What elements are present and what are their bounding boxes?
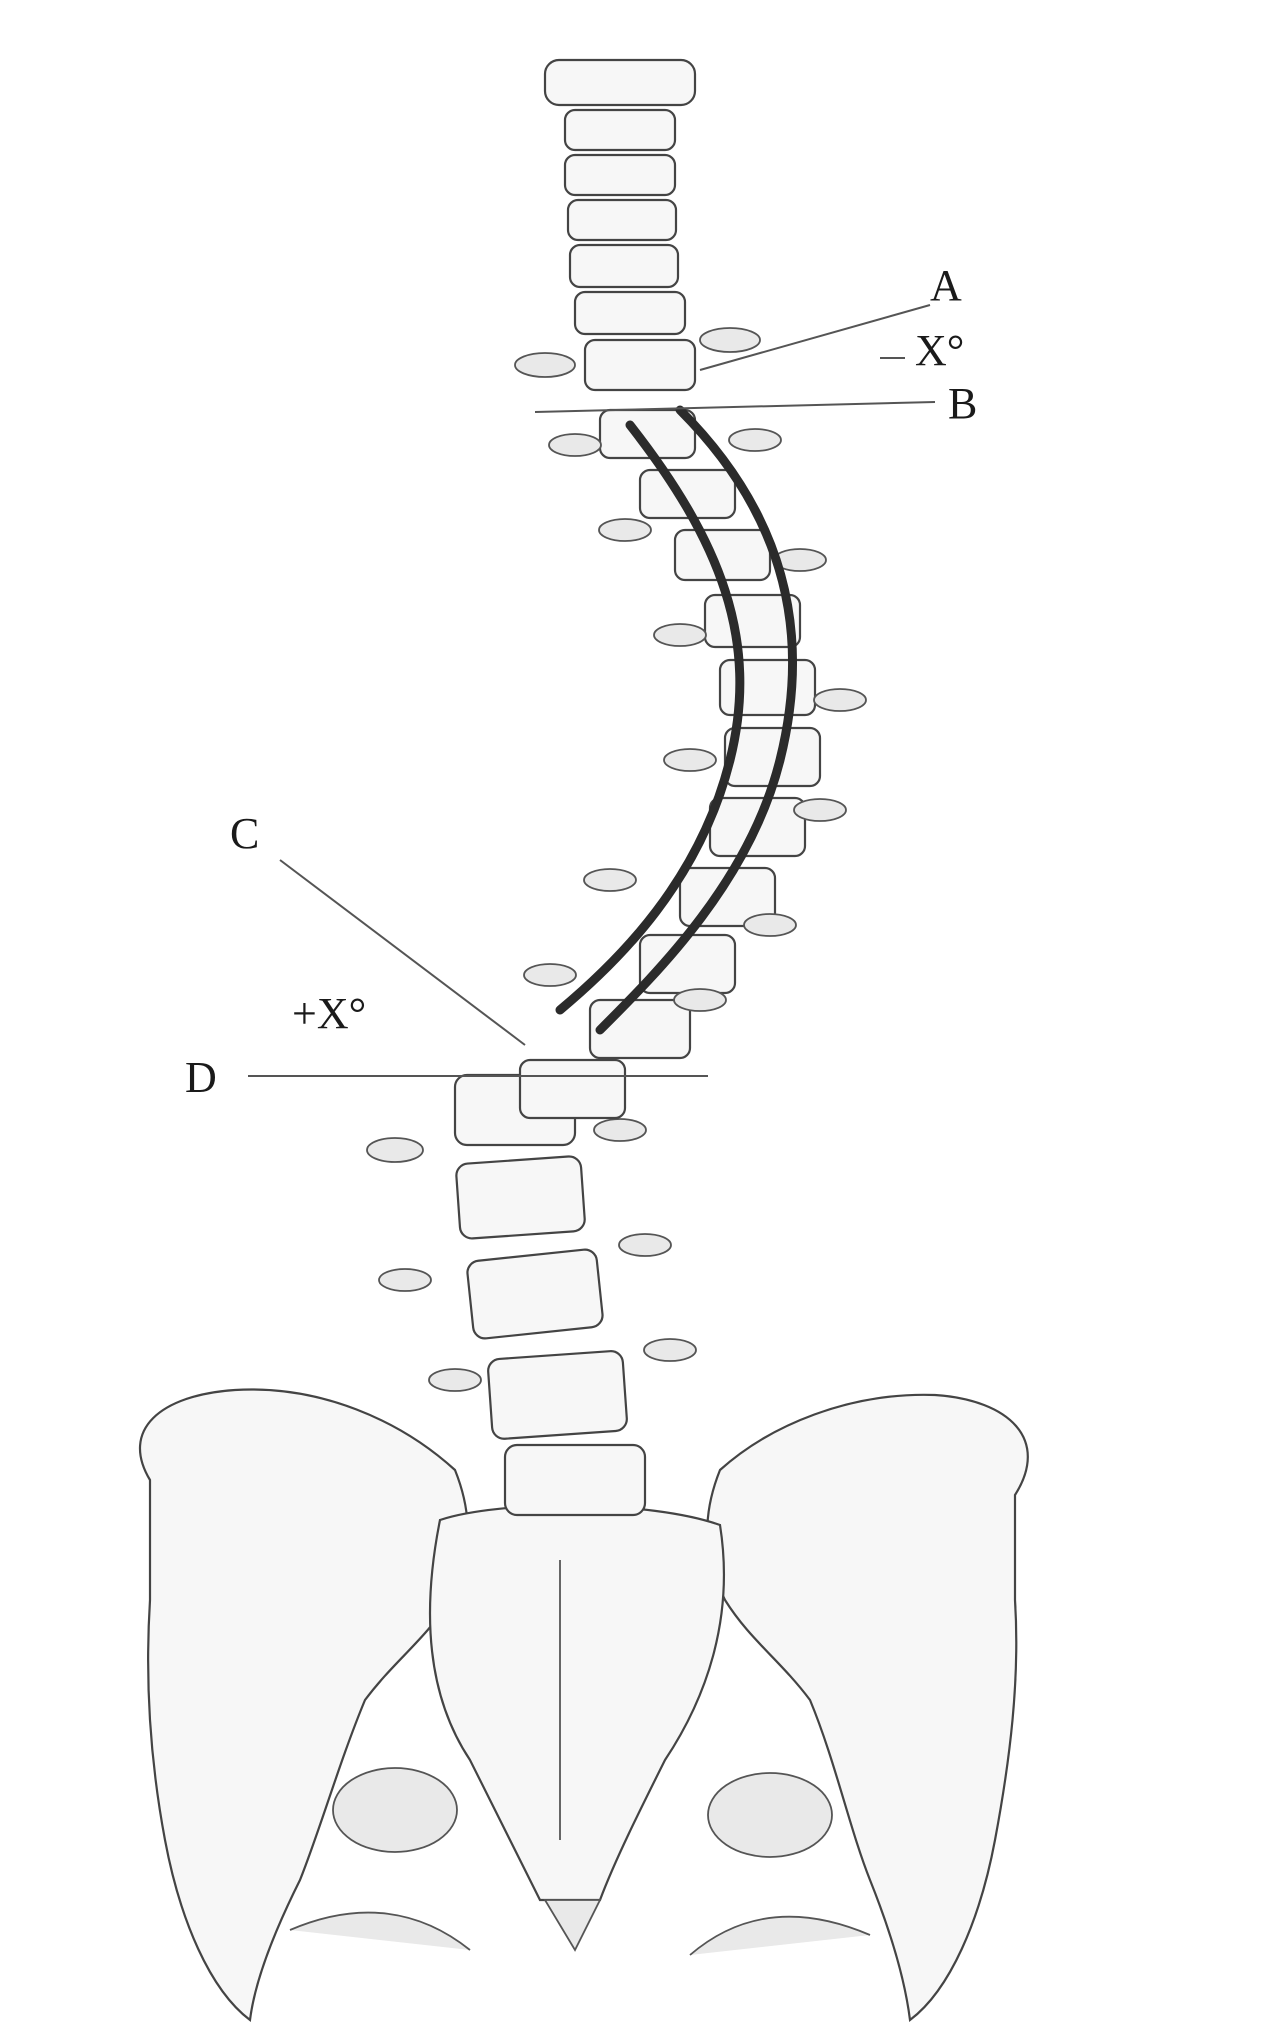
- label-d: D: [185, 1053, 217, 1102]
- label-b: B: [948, 379, 977, 428]
- label-angle-top: X°: [915, 326, 964, 375]
- label-c: C: [230, 809, 259, 858]
- corrective-rods: [555, 405, 798, 1035]
- rod-left: [555, 420, 745, 1015]
- line-a: [699, 304, 931, 371]
- rod-right: [595, 405, 798, 1035]
- pelvis: [138, 1388, 1029, 2023]
- label-a: A: [930, 261, 962, 310]
- cervical-vertebrae: [514, 58, 761, 392]
- sacrum: [428, 1504, 726, 1952]
- line-c: [279, 859, 526, 1046]
- lumbar-vertebrae: [366, 1073, 697, 1517]
- reference-lines: [248, 304, 936, 1077]
- label-angle-bottom: +X°: [292, 989, 366, 1038]
- line-b: [534, 401, 936, 413]
